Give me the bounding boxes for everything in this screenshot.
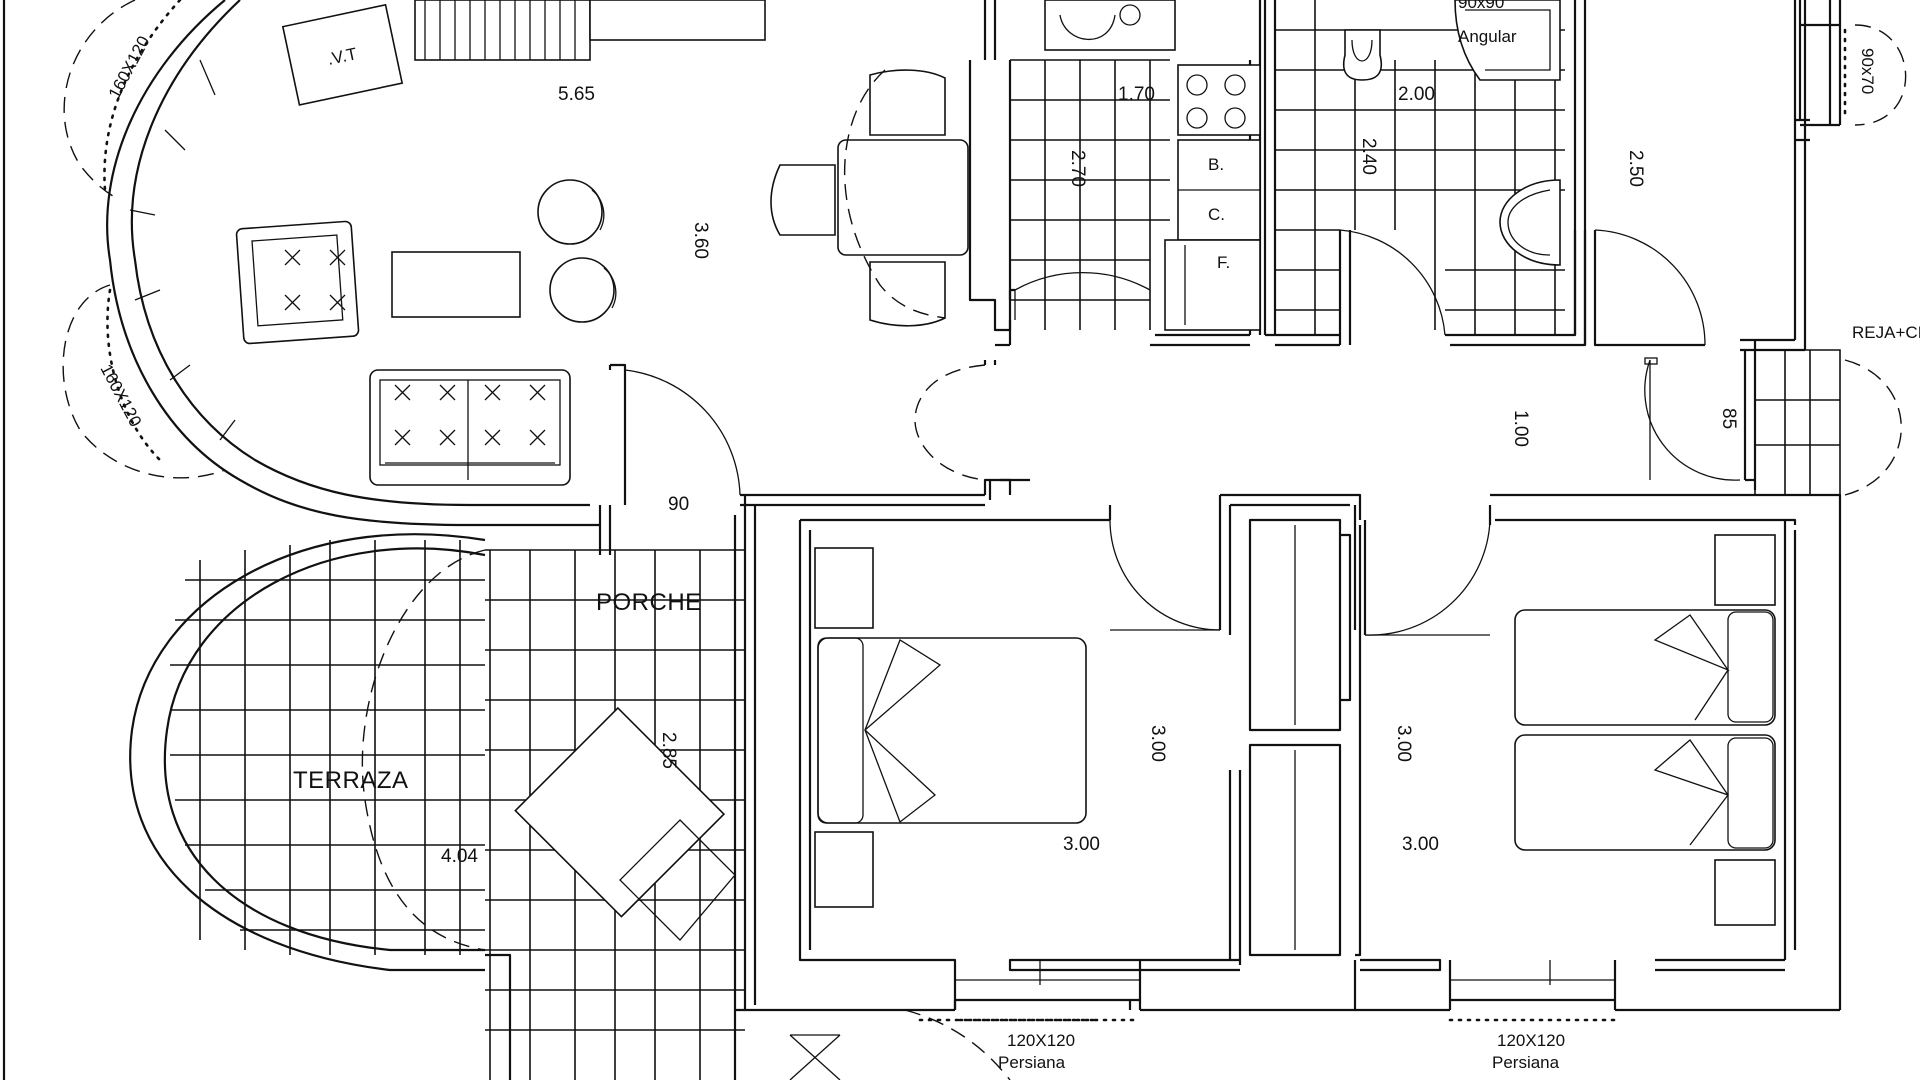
appliance-b-label: B. [1208, 155, 1224, 174]
tv-cabinet [281, 3, 404, 106]
window-label-living-lower: 160X120 [96, 361, 145, 430]
window-label-bed2-size: 120X120 [1497, 1031, 1565, 1050]
dim-kitchen-depth: 2.70 [1067, 150, 1088, 187]
appliance-f-label: F. [1217, 253, 1230, 272]
window-label-bed1-size: 120X120 [1007, 1031, 1075, 1050]
dim-side-door: 85 [1718, 408, 1739, 429]
room-label-terraza: TERRAZA [293, 767, 409, 794]
dim-kitchen-width: 1.70 [1118, 84, 1155, 105]
window-label-bed1-type: Persiana [998, 1053, 1066, 1072]
dim-bed2-width: 3.00 [1402, 834, 1439, 855]
bedroom-furniture [514, 534, 1776, 941]
dim-bed2-depth: 3.00 [1393, 725, 1414, 762]
tile-grids [129, 0, 1841, 1080]
appliance-c-label: C. [1208, 205, 1225, 224]
shower-size-label: 90x90 [1458, 0, 1504, 12]
dim-porch-depth: 2.85 [658, 732, 679, 769]
entry-steps [789, 1034, 841, 1080]
dim-hall-width: 1.00 [1510, 410, 1531, 447]
dim-bed1-width: 3.00 [1063, 834, 1100, 855]
windows [62, 0, 1907, 1022]
dim-room-depth: 2.50 [1625, 150, 1646, 187]
dim-terrace-width: 4.04 [441, 846, 478, 867]
dim-bath-width: 2.00 [1398, 84, 1435, 105]
dim-living-width: 5.65 [558, 84, 595, 105]
dim-entry-door: 90 [668, 494, 689, 515]
doors [624, 229, 1741, 636]
room-label-porche: PORCHE [596, 589, 702, 616]
dim-bed1-depth: 3.00 [1147, 725, 1168, 762]
kitchen-bath-fixtures [1044, 0, 1561, 331]
dim-bath-depth: 2.40 [1358, 138, 1379, 175]
living-furniture [235, 0, 969, 486]
shower-type-label: Angular [1458, 27, 1517, 46]
grille-label: REJA+CI [1852, 323, 1920, 342]
window-label-bed2-type: Persiana [1492, 1053, 1560, 1072]
walls [106, 0, 1842, 1080]
dim-living-depth: 3.60 [690, 222, 711, 259]
window-label-bath-side: 90x70 [1858, 48, 1877, 94]
